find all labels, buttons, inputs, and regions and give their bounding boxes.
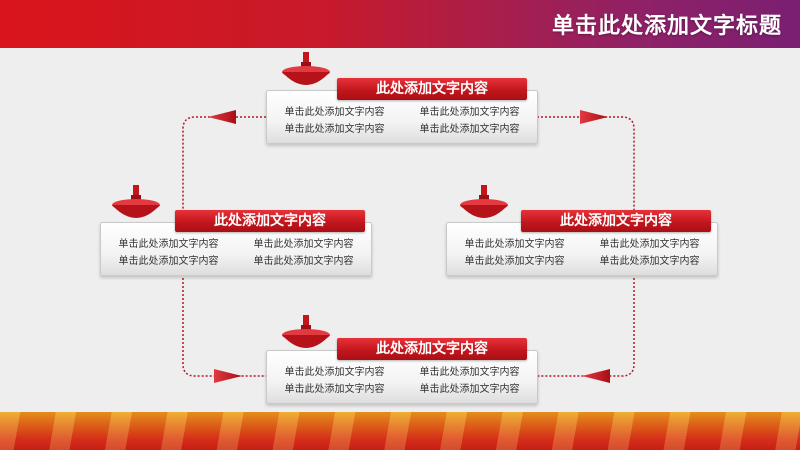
card-body: 单击此处添加文字内容 单击此处添加文字内容 单击此处添加文字内容 单击此处添加文…: [267, 103, 537, 135]
arrow-left-icon: [208, 110, 236, 124]
card-line: 单击此处添加文字内容: [253, 256, 354, 267]
card-line: 单击此处添加文字内容: [118, 239, 219, 250]
card-line: 单击此处添加文字内容: [284, 384, 385, 395]
card-line: 单击此处添加文字内容: [599, 239, 700, 250]
card-top[interactable]: 此处添加文字内容 单击此处添加文字内容 单击此处添加文字内容 单击此处添加文字内…: [266, 78, 538, 144]
connector-path: [537, 270, 635, 377]
boat-icon: [460, 185, 508, 218]
connector-path: [537, 116, 635, 220]
card-line: 单击此处添加文字内容: [284, 107, 385, 118]
card-line: 单击此处添加文字内容: [464, 239, 565, 250]
slide-title[interactable]: 单击此处添加文字标题: [551, 14, 782, 39]
card-line: 单击此处添加文字内容: [284, 367, 385, 378]
arrow-left-icon: [582, 369, 610, 383]
header-bar: 单击此处添加文字标题: [0, 0, 800, 48]
card-line: 单击此处添加文字内容: [419, 384, 520, 395]
card-body: 单击此处添加文字内容 单击此处添加文字内容 单击此处添加文字内容 单击此处添加文…: [101, 235, 371, 267]
card-body: 单击此处添加文字内容 单击此处添加文字内容 单击此处添加文字内容 单击此处添加文…: [267, 363, 537, 395]
arrow-right-icon: [214, 369, 242, 383]
boat-icon: [282, 315, 330, 348]
card-line: 单击此处添加文字内容: [599, 256, 700, 267]
card-title: 此处添加文字内容: [337, 78, 527, 100]
card-left[interactable]: 此处添加文字内容 单击此处添加文字内容 单击此处添加文字内容 单击此处添加文字内…: [100, 210, 372, 276]
card-line: 单击此处添加文字内容: [118, 256, 219, 267]
arrow-right-icon: [580, 110, 608, 124]
card-line: 单击此处添加文字内容: [419, 107, 520, 118]
card-right[interactable]: 此处添加文字内容 单击此处添加文字内容 单击此处添加文字内容 单击此处添加文字内…: [446, 210, 718, 276]
card-bottom[interactable]: 此处添加文字内容 单击此处添加文字内容 单击此处添加文字内容 单击此处添加文字内…: [266, 338, 538, 404]
card-line: 单击此处添加文字内容: [253, 239, 354, 250]
card-line: 单击此处添加文字内容: [419, 124, 520, 135]
card-line: 单击此处添加文字内容: [419, 367, 520, 378]
card-title: 此处添加文字内容: [175, 210, 365, 232]
card-line: 单击此处添加文字内容: [464, 256, 565, 267]
card-title: 此处添加文字内容: [337, 338, 527, 360]
card-body: 单击此处添加文字内容 单击此处添加文字内容 单击此处添加文字内容 单击此处添加文…: [447, 235, 717, 267]
boat-icon: [112, 185, 160, 218]
connector-path: [182, 116, 266, 220]
decorative-footer-band: [0, 412, 800, 450]
card-line: 单击此处添加文字内容: [284, 124, 385, 135]
boat-icon: [282, 52, 330, 85]
connector-path: [182, 270, 266, 377]
card-title: 此处添加文字内容: [521, 210, 711, 232]
